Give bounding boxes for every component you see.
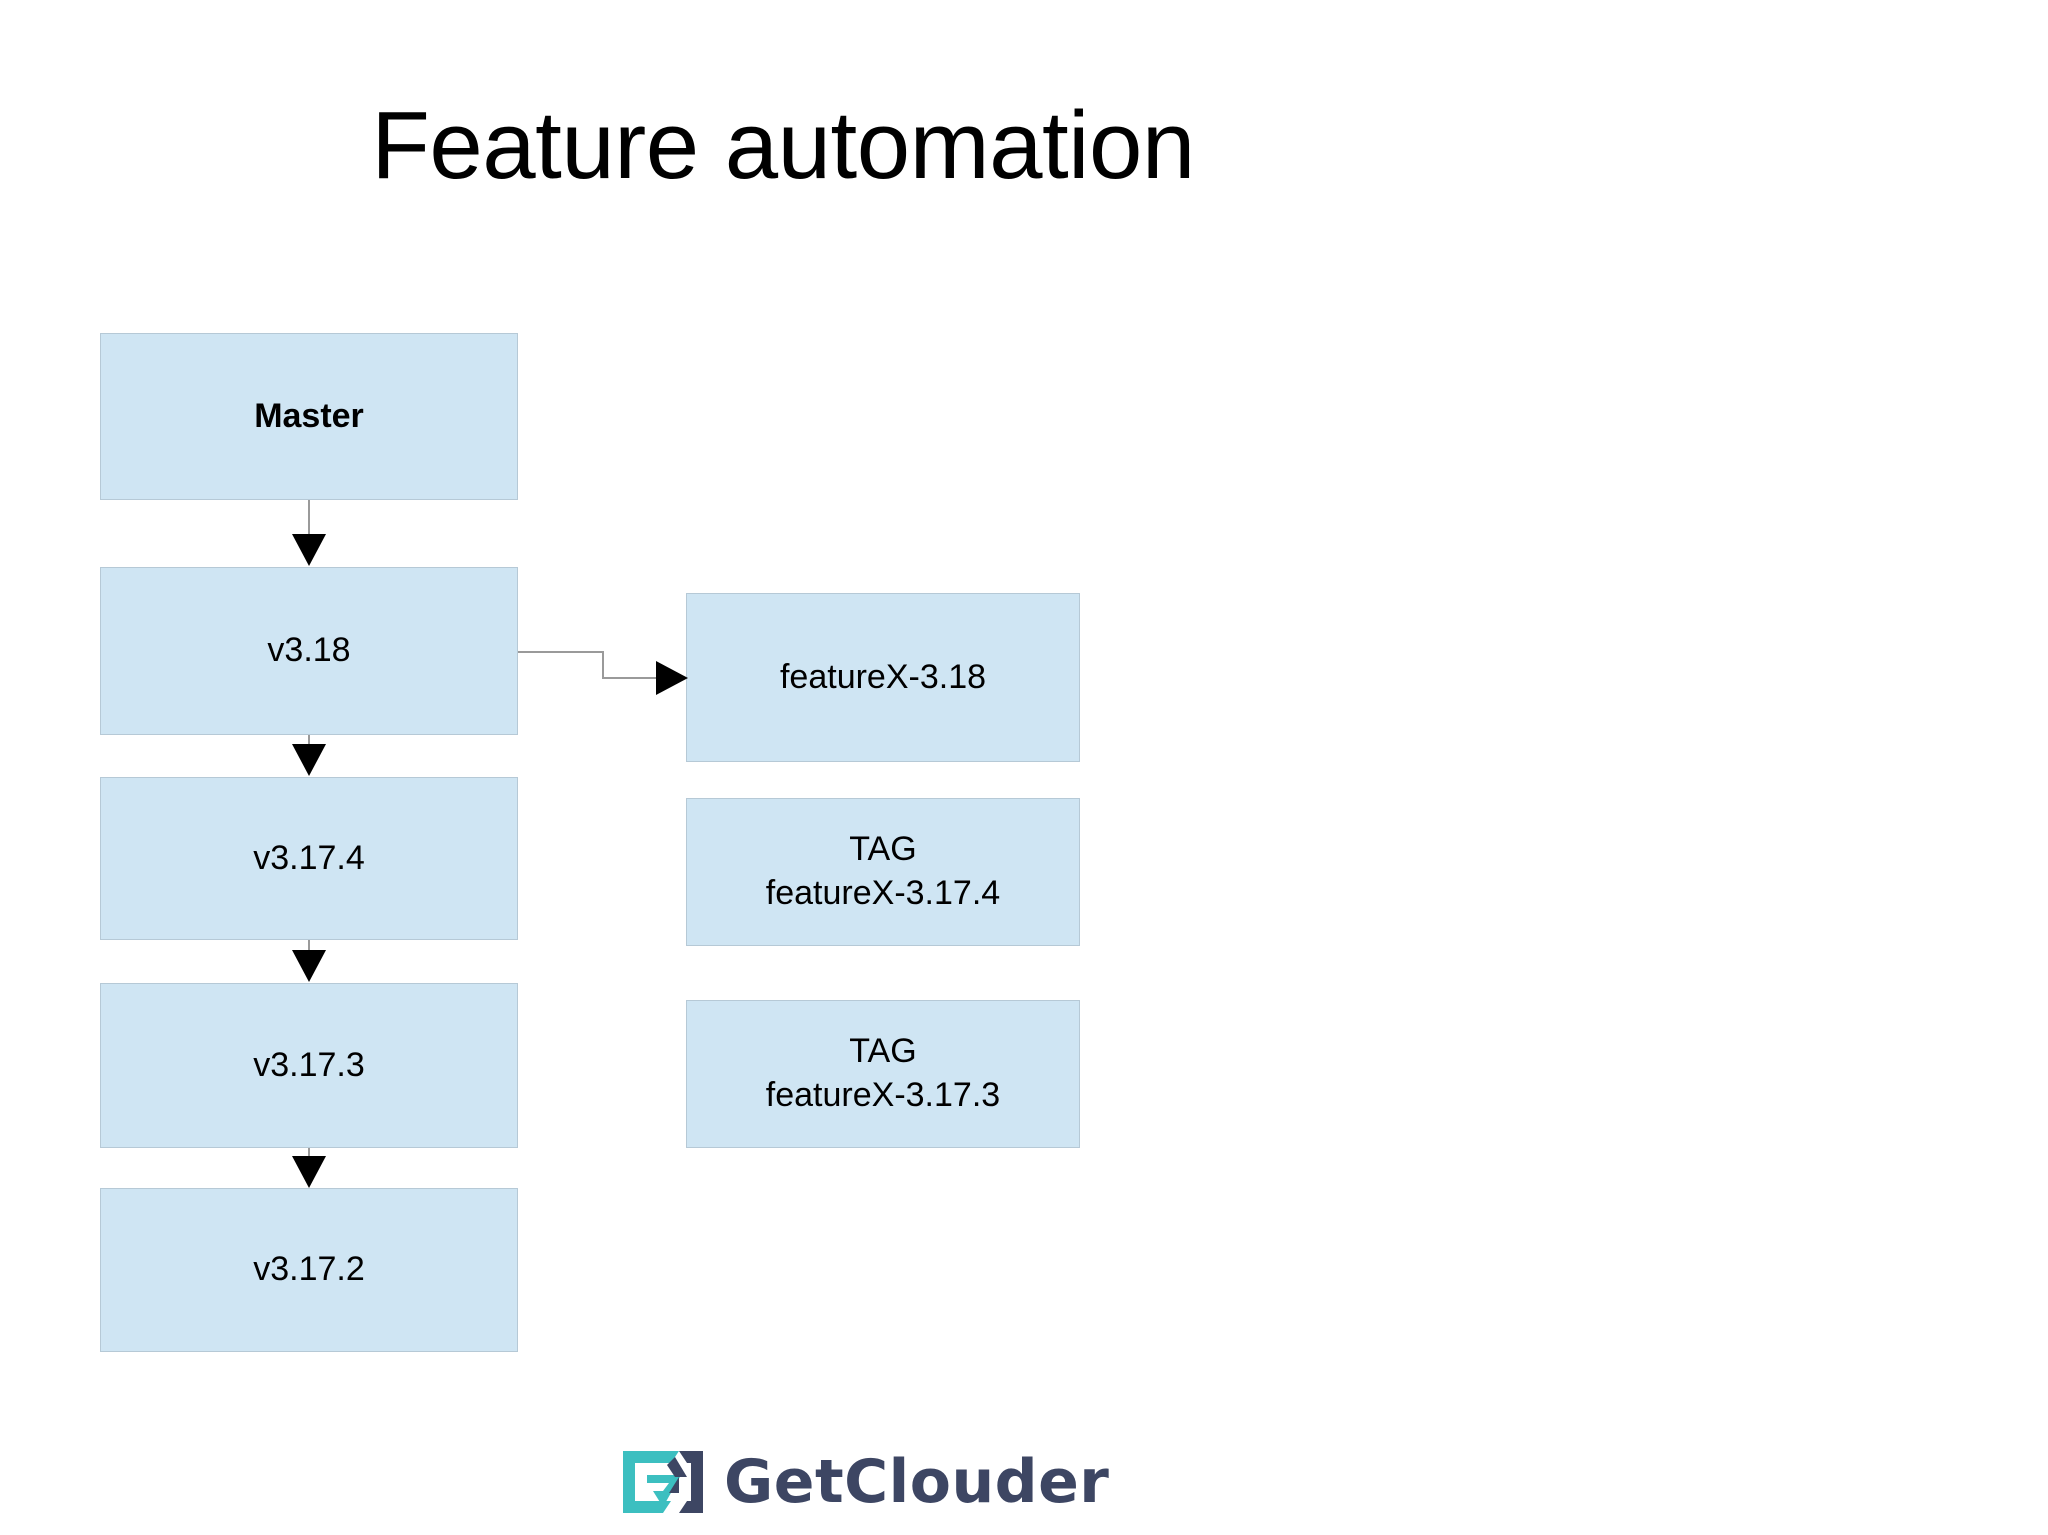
node-v3-17-4-label: v3.17.4 [253, 838, 365, 877]
connector-master-to-v3-18-arrowhead-icon [292, 534, 326, 566]
connector-v3-17-4-to-v3-17-3-arrowhead-icon [292, 950, 326, 982]
node-tag-featurex-3-17-3[interactable]: TAG featureX-3.17.3 [686, 1000, 1080, 1148]
node-tag-featurex-3-17-3-label: TAG featureX-3.17.3 [765, 1032, 1001, 1114]
node-v3-17-2[interactable]: v3.17.2 [100, 1188, 518, 1352]
node-featurex-3-18-label: featureX-3.18 [779, 657, 987, 696]
node-v3-17-4[interactable]: v3.17.4 [100, 777, 518, 940]
connector-v3-18-to-v3-17-4-line [308, 735, 310, 747]
connector-v3-18-to-featurex-segment-3 [602, 677, 664, 679]
node-v3-17-3[interactable]: v3.17.3 [100, 983, 518, 1148]
node-tag-featurex-3-17-4[interactable]: TAG featureX-3.17.4 [686, 798, 1080, 946]
node-master[interactable]: Master [100, 333, 518, 500]
node-v3-17-2-label: v3.17.2 [253, 1250, 365, 1289]
getclouder-wordmark: GetClouder [724, 1447, 1110, 1517]
connector-v3-17-3-to-v3-17-2-arrowhead-icon [292, 1156, 326, 1188]
connector-v3-18-to-v3-17-4-arrowhead-icon [292, 744, 326, 776]
connector-v3-18-to-featurex-segment-2 [602, 651, 604, 678]
getclouder-logo: GetClouder [623, 1451, 1109, 1513]
node-featurex-3-18[interactable]: featureX-3.18 [686, 593, 1080, 762]
node-tag-featurex-3-17-4-label: TAG featureX-3.17.4 [765, 830, 1001, 912]
page-title: Feature automation [371, 92, 1195, 199]
getclouder-g-mark-icon [623, 1451, 703, 1513]
node-v3-18-label: v3.18 [267, 631, 351, 670]
connector-master-to-v3-18-line [308, 500, 310, 542]
node-v3-17-3-label: v3.17.3 [253, 1045, 365, 1084]
connector-v3-17-3-to-v3-17-2-line [308, 1148, 310, 1160]
node-v3-18[interactable]: v3.18 [100, 567, 518, 735]
connector-v3-18-to-featurex-segment-1 [518, 651, 604, 653]
connector-v3-17-4-to-v3-17-3-line [308, 940, 310, 952]
connector-v3-18-to-featurex-arrowhead-icon [656, 661, 688, 695]
node-master-label: Master [254, 396, 364, 435]
